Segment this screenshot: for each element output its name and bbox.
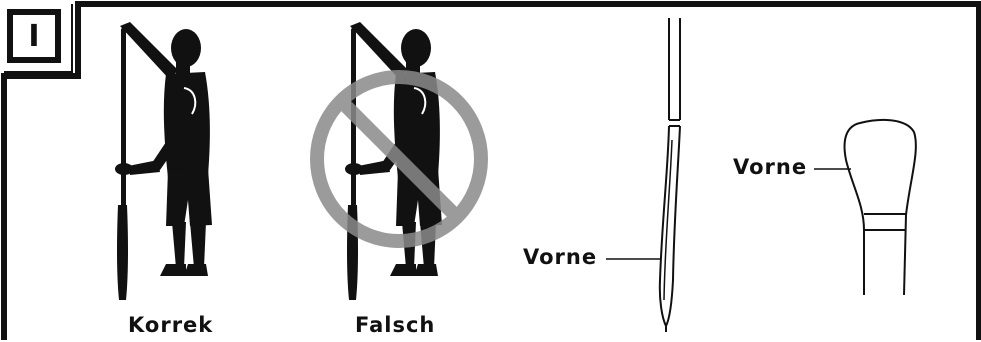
- caption-correct: Korrek: [128, 313, 213, 337]
- label-blade-front: Vorne: [733, 155, 807, 179]
- step-number: I: [10, 12, 58, 60]
- paddle-side-view: [606, 18, 680, 332]
- label-side-front: Vorne: [523, 245, 597, 269]
- person-correct-figure: [115, 22, 212, 300]
- paddle-front-view: [814, 120, 916, 295]
- caption-wrong: Falsch: [355, 313, 435, 337]
